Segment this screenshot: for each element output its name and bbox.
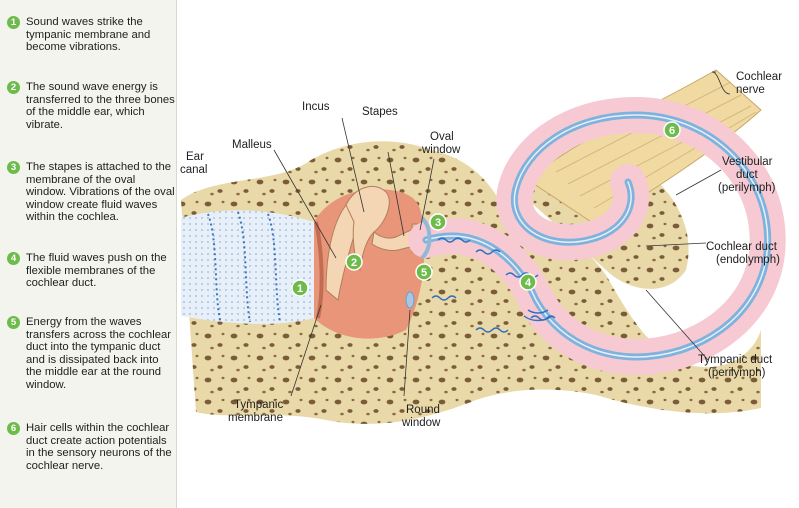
round-window-membrane [405,291,415,309]
step-3: 3 The stapes is attached to the membrane… [7,161,177,224]
step-1: 1 Sound waves strike the tympanic membra… [7,16,177,54]
step-text: The sound wave energy is transferred to … [26,81,175,131]
cochlea [408,96,786,375]
marker-4: 4 [519,273,537,291]
svg-text:6: 6 [669,125,675,137]
marker-2: 2 [345,253,363,271]
svg-text:5: 5 [421,267,427,279]
step-4: 4 The fluid waves push on the flexible m… [7,252,177,290]
svg-text:3: 3 [435,217,441,229]
label-stapes: Stapes [362,106,398,118]
svg-text:4: 4 [525,277,532,289]
step-text: The stapes is attached to the membrane o… [26,161,175,224]
marker-5: 5 [415,263,433,281]
steps-panel: 1 Sound waves strike the tympanic membra… [0,0,177,508]
svg-text:1: 1 [297,283,303,295]
label-tympanic-duct: Tympanic duct(perilymph) [698,354,773,379]
step-number-badge: 2 [7,81,20,94]
step-text: Energy from the waves transfers across t… [26,316,172,391]
label-cochlear-duct: Cochlear duct(endolymph) [706,241,780,266]
label-incus: Incus [302,101,330,113]
step-2: 2 The sound wave energy is transferred t… [7,81,177,131]
marker-3: 3 [429,213,447,231]
marker-6: 6 [663,121,681,139]
step-6: 6 Hair cells within the cochlear duct cr… [7,422,177,472]
step-text: The fluid waves push on the flexible mem… [26,252,167,290]
label-malleus: Malleus [232,139,272,151]
step-text: Hair cells within the cochlear duct crea… [26,422,172,472]
oval-window-membrane [420,216,432,260]
step-number-badge: 1 [7,16,20,29]
step-text: Sound waves strike the tympanic membrane… [26,16,151,54]
ear-canal [181,210,314,324]
marker-1: 1 [291,279,309,297]
step-number-badge: 4 [7,252,20,265]
step-5: 5 Energy from the waves transfers across… [7,316,177,392]
step-number-badge: 6 [7,422,20,435]
leader-lines [273,71,731,397]
step-number-badge: 5 [7,316,20,329]
svg-text:2: 2 [351,257,357,269]
step-number-badge: 3 [7,161,20,174]
